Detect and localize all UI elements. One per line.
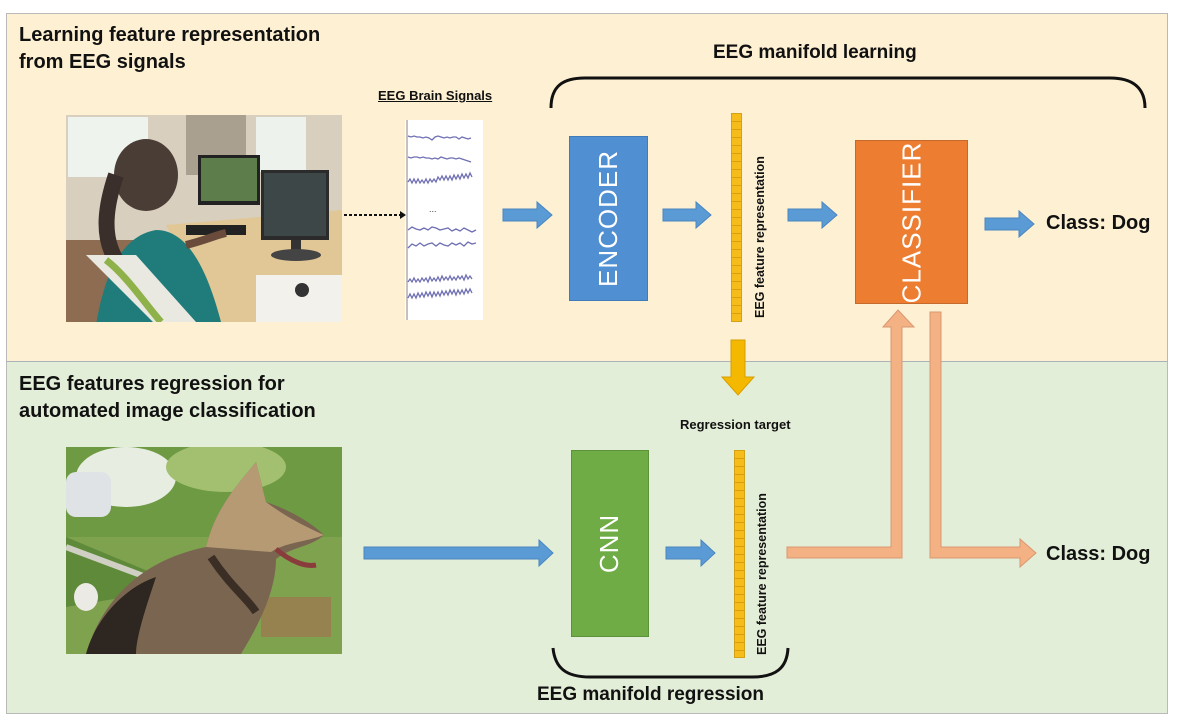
- top-title-line2: from EEG signals: [19, 51, 186, 73]
- top-title-line1: Learning feature representation: [19, 24, 321, 46]
- dotted-arrow-head: [400, 211, 406, 219]
- eeg-feature-vector-top: [731, 113, 742, 322]
- salmon-arrow-classifier-to-output: [929, 311, 1037, 569]
- regression-target-arrow: [720, 339, 756, 396]
- arrow-cnn-to-feature: [665, 538, 716, 568]
- arrow-signals-to-encoder: [502, 200, 553, 230]
- salmon-arrow-feature-to-classifier: [786, 309, 916, 559]
- encoder-block: ENCODER: [569, 136, 648, 301]
- arrow-classifier-to-output: [984, 209, 1035, 239]
- classifier-block: CLASSIFIER: [855, 140, 968, 304]
- output-class-bottom: Class: Dog: [1046, 543, 1151, 565]
- arrow-encoder-to-feature: [662, 200, 712, 230]
- manifold-regression-brace: [551, 647, 790, 679]
- bottom-panel-title: EEG features regression for automated im…: [19, 371, 316, 425]
- top-panel-title: Learning feature representation from EEG…: [19, 22, 320, 76]
- dog-photo: [66, 447, 342, 654]
- manifold-learning-brace: [549, 76, 1147, 109]
- bottom-title-line1: EEG features regression for: [19, 373, 285, 395]
- cnn-block: CNN: [571, 450, 649, 637]
- arrow-image-to-cnn: [363, 538, 554, 568]
- signals-ellipsis: ...: [429, 204, 437, 214]
- regression-target-label: Regression target: [680, 417, 791, 432]
- eeg-signals-label: EEG Brain Signals: [378, 88, 493, 103]
- output-class-top: Class: Dog: [1046, 212, 1151, 234]
- eeg-feature-vector-bottom: [734, 450, 745, 658]
- manifold-regression-label: EEG manifold regression: [537, 684, 764, 705]
- bottom-title-line2: automated image classification: [19, 400, 316, 422]
- manifold-learning-label: EEG manifold learning: [713, 42, 917, 63]
- eeg-signal-plot: ...: [405, 120, 483, 320]
- arrow-feature-to-classifier: [787, 200, 838, 230]
- eeg-subject-photo: [66, 115, 342, 322]
- eeg-waveforms: ...: [406, 120, 477, 320]
